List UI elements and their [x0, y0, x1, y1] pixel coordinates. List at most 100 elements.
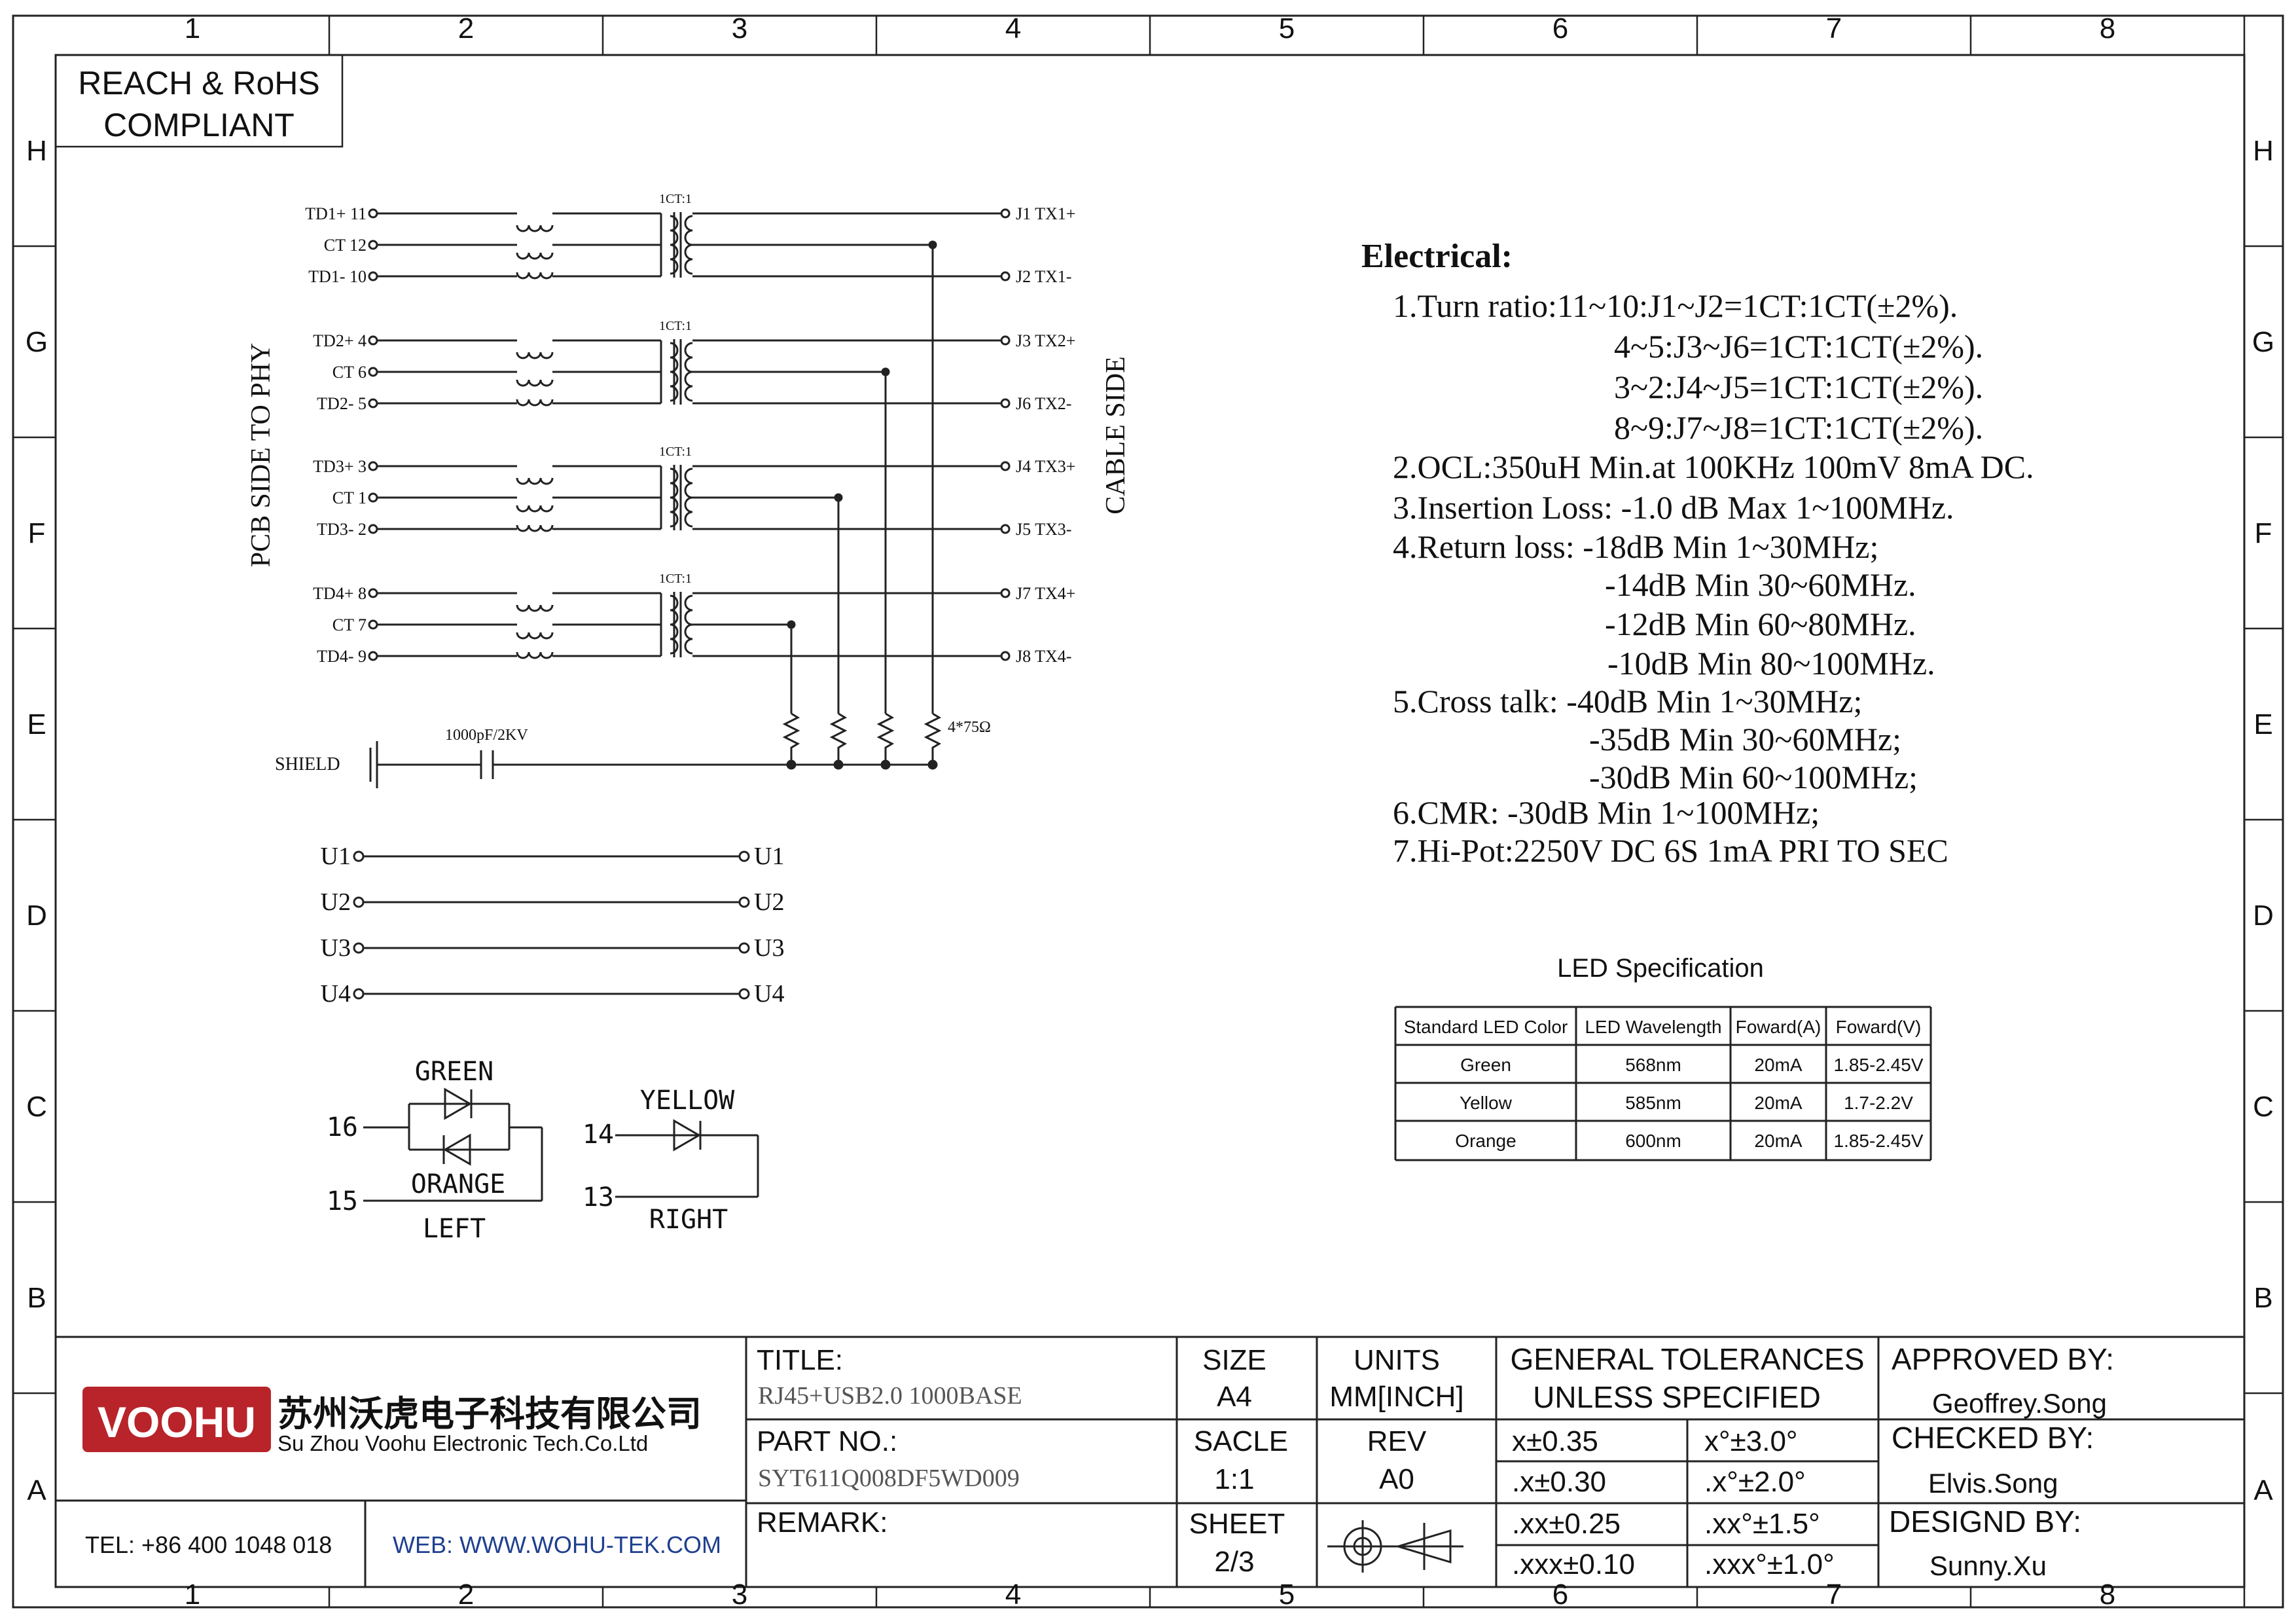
pin-terminal [368, 524, 378, 534]
choke-coil [516, 272, 554, 280]
termination-resistor [876, 712, 895, 765]
checked-value: Elvis.Song [1928, 1468, 2058, 1499]
cable-terminal [1000, 461, 1011, 471]
column-marker: 6 [1552, 12, 1568, 45]
electrical-spec-line: -10dB Min 80~100MHz. [1607, 645, 1935, 682]
led-table-cell: 1.85-2.45V [1834, 1131, 1924, 1151]
usb-pin-label-right: U3 [754, 934, 784, 962]
shield-label: SHIELD [275, 754, 340, 775]
row-marker: B [2253, 1282, 2272, 1314]
led-table-cell: 568nm [1625, 1055, 1681, 1075]
cable-pin-label: J8 TX4- [1016, 647, 1071, 666]
led-table-header: Standard LED Color [1404, 1017, 1568, 1037]
cable-terminal [1000, 588, 1011, 598]
logo-text: VOOHU [98, 1398, 256, 1446]
column-marker: 7 [1826, 12, 1842, 45]
usb-pin-label-right: U1 [754, 843, 784, 870]
usb-terminal [353, 896, 365, 908]
tolerance-title-2: UNLESS SPECIFIED [1533, 1380, 1821, 1414]
phy-pin-label: TD3- 2 [317, 520, 367, 539]
led-table-cell: 1.7-2.2V [1844, 1093, 1913, 1113]
electrical-spec-line: -12dB Min 60~80MHz. [1605, 606, 1916, 642]
pin-terminal [368, 398, 378, 409]
compliance-line2: COMPLIANT [103, 107, 295, 143]
led-table-cell: Yellow [1460, 1093, 1513, 1113]
led-table-header: Foward(V) [1836, 1017, 1922, 1037]
cable-pin-label: J7 TX4+ [1016, 584, 1075, 603]
transformer-primary-coil [670, 215, 679, 275]
choke-coil [516, 604, 554, 612]
usb-pin-label-left: U1 [321, 843, 351, 870]
phy-pin-label: TD2- 5 [317, 394, 367, 413]
designed-value: Sunny.Xu [1929, 1550, 2047, 1581]
designed-label: DESIGND BY: [1889, 1504, 2081, 1539]
electrical-spec-line: 5.Cross talk: -40dB Min 1~30MHz; [1393, 683, 1862, 720]
pin-terminal [368, 651, 378, 661]
ratio-label: 1CT:1 [659, 319, 692, 333]
pcb-side-label: PCB SIDE TO PHY [246, 343, 276, 568]
units-label: UNITS [1354, 1344, 1440, 1376]
checked-label: CHECKED BY: [1892, 1421, 2094, 1455]
usb-terminal [738, 896, 750, 908]
led-right-circuit [615, 1119, 759, 1198]
tel-text: TEL: +86 400 1048 018 [85, 1531, 332, 1558]
column-marker: 4 [1005, 1578, 1021, 1611]
led-right-pin-a: 14 [583, 1120, 614, 1150]
phy-pin-label: TD4- 9 [317, 647, 367, 666]
column-marker: 1 [185, 12, 200, 45]
row-marker: F [28, 517, 46, 549]
pin-terminal [368, 208, 378, 219]
termination-resistor [829, 712, 848, 765]
cable-terminal [1000, 208, 1011, 219]
choke-coil [516, 252, 554, 260]
row-marker: C [26, 1091, 47, 1123]
row-marker: A [27, 1474, 46, 1506]
voohu-logo: VOOHU [82, 1387, 271, 1452]
angular-tolerance: .xx°±1.5° [1704, 1508, 1820, 1540]
electrical-spec-line: 6.CMR: -30dB Min 1~100MHz; [1393, 794, 1820, 831]
row-marker: G [2252, 326, 2274, 358]
ratio-label: 1CT:1 [659, 572, 692, 586]
linear-tolerance: .xxx±0.10 [1512, 1548, 1635, 1580]
transformer-secondary-coil [684, 342, 693, 402]
led-table-cell: 20mA [1754, 1055, 1802, 1075]
led-table-cell: 585nm [1625, 1093, 1681, 1113]
angular-tolerance: .xxx°±1.0° [1704, 1548, 1835, 1580]
column-marker: 2 [458, 1578, 474, 1611]
column-marker: 3 [732, 12, 747, 45]
transformer-primary-coil [670, 467, 679, 528]
tolerance-title-1: GENERAL TOLERANCES [1510, 1342, 1864, 1376]
format-cells: SIZE A4 UNITS MM[INCH] SACLE 1:1 REV A0 … [1189, 1337, 1464, 1587]
electrical-title: Electrical: [1361, 238, 1513, 275]
phy-pin-label: CT 6 [332, 363, 367, 382]
choke-coil [516, 379, 554, 387]
cable-pin-label: J1 TX1+ [1016, 204, 1075, 223]
choke-coil [516, 505, 554, 513]
linear-tolerance: .x±0.30 [1512, 1466, 1606, 1498]
led-right-side-label: RIGHT [649, 1205, 728, 1235]
projection-symbol-icon [1327, 1520, 1463, 1573]
led-left-pin-a: 16 [327, 1112, 358, 1142]
usb-terminal [353, 942, 365, 954]
usb-terminal [353, 850, 365, 862]
row-marker: A [2253, 1474, 2273, 1506]
sheet-value: 2/3 [1214, 1546, 1254, 1578]
pin-terminal [368, 335, 378, 346]
company-name-en: Su Zhou Voohu Electronic Tech.Co.Ltd [278, 1431, 648, 1455]
led-table-cell: 20mA [1754, 1093, 1802, 1113]
column-marker: 2 [458, 12, 474, 45]
electrical-spec-line: 1.Turn ratio:11~10:J1~J2=1CT:1CT(±2%). [1393, 287, 1958, 324]
resistor-label: 4*75Ω [948, 719, 991, 736]
choke-coil [516, 651, 554, 659]
rev-value: A0 [1379, 1463, 1414, 1495]
cable-pin-label: J6 TX2- [1016, 394, 1071, 413]
cable-terminal [1000, 271, 1011, 282]
choke-coil [516, 632, 554, 640]
led-left-bottom-label: ORANGE [411, 1169, 506, 1199]
size-label: SIZE [1202, 1344, 1266, 1376]
termination-resistor [782, 712, 800, 765]
